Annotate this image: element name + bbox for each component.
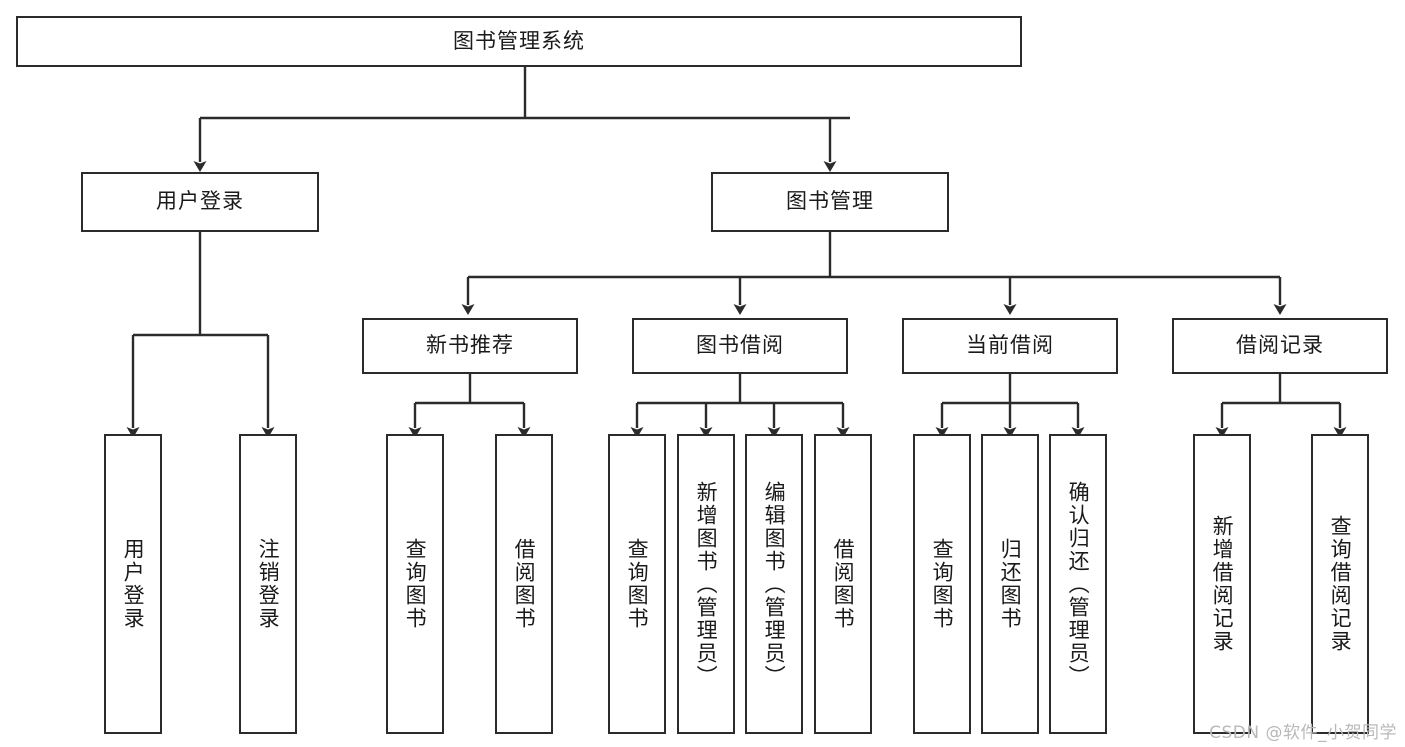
leaf-borrow-edit-book-admin[interactable]: 编辑图书（管理员） (745, 434, 803, 734)
node-label: 用户登录 (156, 189, 244, 214)
leaf-new-book-query-book[interactable]: 查询图书 (386, 434, 444, 734)
leaf-current-query-book[interactable]: 查询图书 (913, 434, 971, 734)
node-user-login[interactable]: 用户登录 (81, 172, 319, 232)
node-label: 编辑图书（管理员） (762, 480, 787, 688)
node-label: 用户登录 (121, 538, 146, 630)
node-label: 借阅图书 (831, 538, 856, 630)
node-label: 查询图书 (625, 538, 650, 630)
leaf-borrow-add-book-admin[interactable]: 新增图书（管理员） (677, 434, 735, 734)
csdn-watermark: CSDN @软件_小贺同学 (1209, 723, 1397, 743)
node-borrow-record[interactable]: 借阅记录 (1172, 318, 1388, 374)
leaf-logout[interactable]: 注销登录 (239, 434, 297, 734)
node-label: 图书管理系统 (453, 28, 585, 53)
node-label: 新书推荐 (426, 333, 514, 358)
node-book-management[interactable]: 图书管理 (711, 172, 949, 232)
leaf-borrow-borrow-book[interactable]: 借阅图书 (814, 434, 872, 734)
node-label: 注销登录 (256, 538, 281, 630)
leaf-record-add-borrow-record[interactable]: 新增借阅记录 (1193, 434, 1251, 734)
node-label: 新增图书（管理员） (694, 480, 719, 688)
node-label: 借阅记录 (1236, 333, 1324, 358)
node-label: 查询图书 (403, 538, 428, 630)
leaf-current-confirm-return-admin[interactable]: 确认归还（管理员） (1049, 434, 1107, 734)
node-label: 归还图书 (998, 538, 1023, 630)
node-label: 借阅图书 (512, 538, 537, 630)
node-label: 当前借阅 (966, 333, 1054, 358)
node-label: 查询借阅记录 (1328, 515, 1353, 653)
node-label: 查询图书 (930, 538, 955, 630)
leaf-current-return-book[interactable]: 归还图书 (981, 434, 1039, 734)
leaf-borrow-query-book[interactable]: 查询图书 (608, 434, 666, 734)
node-label: 确认归还（管理员） (1066, 480, 1091, 688)
node-root-book-management-system[interactable]: 图书管理系统 (16, 16, 1022, 67)
leaf-new-book-borrow-book[interactable]: 借阅图书 (495, 434, 553, 734)
node-label: 图书管理 (786, 189, 874, 214)
leaf-user-login[interactable]: 用户登录 (104, 434, 162, 734)
leaf-record-query-borrow-record[interactable]: 查询借阅记录 (1311, 434, 1369, 734)
node-book-borrow[interactable]: 图书借阅 (632, 318, 848, 374)
node-current-borrow[interactable]: 当前借阅 (902, 318, 1118, 374)
node-label: 图书借阅 (696, 333, 784, 358)
node-label: 新增借阅记录 (1210, 515, 1235, 653)
node-new-book-recommend[interactable]: 新书推荐 (362, 318, 578, 374)
